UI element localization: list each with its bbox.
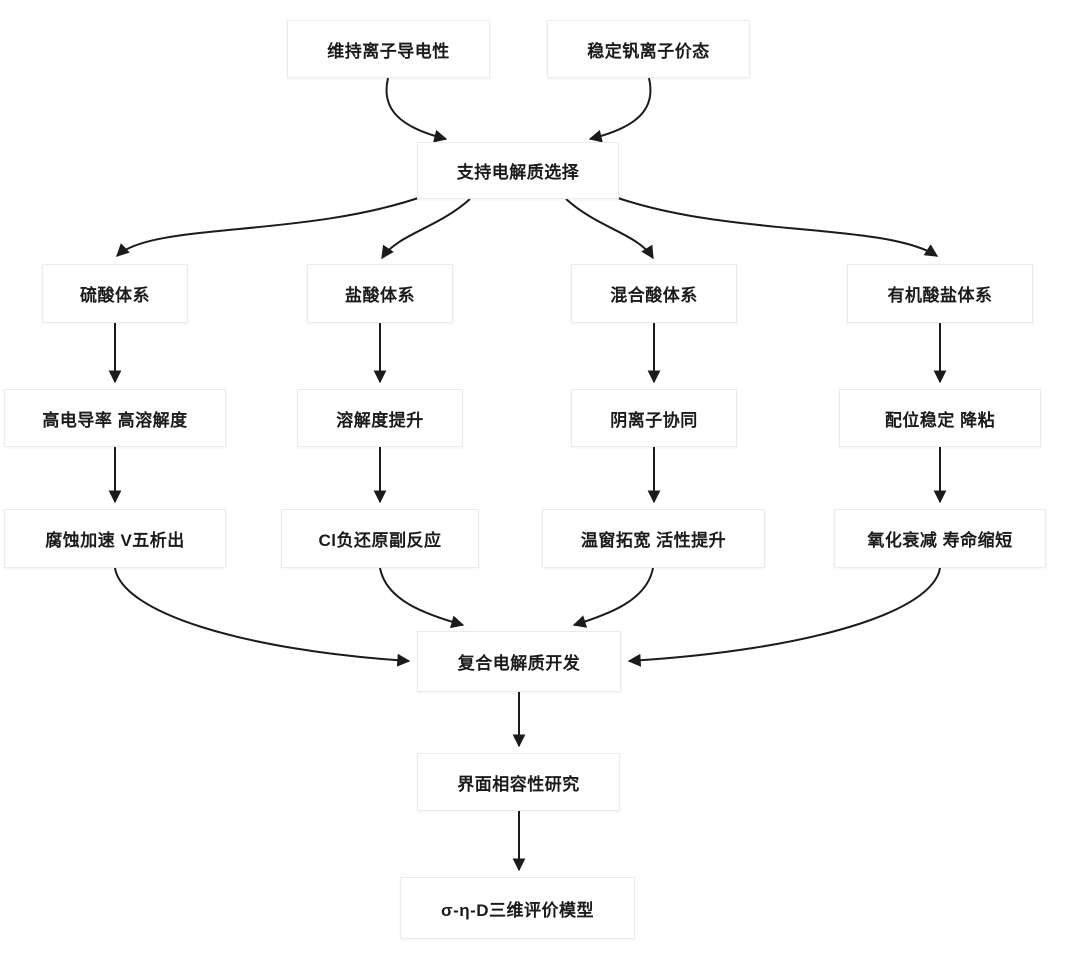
node-sys-sulfuric: 硫酸体系 (42, 264, 188, 323)
node-selection: 支持电解质选择 (417, 142, 619, 199)
arrow-selection-to-hydrochloric (381, 198, 471, 260)
node-issue-sulfuric: 腐蚀加速 V五析出 (4, 509, 226, 568)
arrow-selection-to-sulfuric (116, 195, 425, 257)
node-label: 界面相容性研究 (457, 774, 580, 794)
node-label: 复合电解质开发 (457, 654, 581, 673)
node-label: 支持电解质选择 (456, 163, 580, 182)
node-label: 温窗拓宽 活性提升 (580, 531, 727, 550)
node-adv-hydrochloric: 溶解度提升 (297, 389, 463, 447)
node-label: 稳定钒离子价态 (587, 41, 710, 61)
node-label: σ-η-D三维评价模型 (440, 900, 595, 920)
node-label: 有机酸盐体系 (887, 286, 993, 305)
node-label: 维持离子导电性 (327, 41, 450, 61)
node-goal-valence: 稳定钒离子价态 (547, 20, 750, 78)
node-label: 溶解度提升 (336, 410, 424, 430)
node-composite: 复合电解质开发 (417, 631, 621, 692)
node-label: 盐酸体系 (345, 286, 415, 305)
node-adv-sulfuric: 高电导率 高溶解度 (4, 389, 226, 447)
node-model: σ-η-D三维评价模型 (400, 877, 635, 939)
node-label: 氧化衰减 寿命缩短 (867, 531, 1013, 550)
node-adv-organic: 配位稳定 降粘 (839, 389, 1041, 447)
arrow-issue-mixed-to-composite (572, 567, 654, 628)
arrow-selection-to-organic (611, 195, 939, 257)
arrow-selection-to-mixed (565, 198, 654, 260)
node-issue-organic: 氧化衰减 寿命缩短 (834, 509, 1046, 568)
node-label: 混合酸体系 (610, 286, 698, 305)
node-goal-conductivity: 维持离子导电性 (287, 20, 490, 78)
node-label: Cl负还原副反应 (318, 531, 442, 550)
node-label: 高电导率 高溶解度 (42, 410, 188, 430)
node-sys-mixed: 混合酸体系 (571, 264, 737, 323)
node-label: 配位稳定 降粘 (884, 410, 996, 430)
node-sys-organic: 有机酸盐体系 (847, 264, 1033, 323)
arrow-issue-hydrochloric-to-composite (379, 567, 465, 629)
node-sys-hydrochloric: 盐酸体系 (307, 264, 453, 323)
node-adv-mixed: 阴离子协同 (571, 389, 737, 447)
arrow-goal-conductivity-to-selection (385, 77, 448, 143)
arrow-issue-sulfuric-to-composite (114, 567, 411, 667)
node-label: 阴离子协同 (610, 410, 698, 430)
node-label: 硫酸体系 (80, 286, 150, 305)
node-issue-mixed: 温窗拓宽 活性提升 (542, 509, 765, 568)
node-interface-study: 界面相容性研究 (417, 753, 620, 811)
node-label: 腐蚀加速 V五析出 (45, 531, 185, 550)
arrow-goal-valence-to-selection (588, 77, 652, 143)
node-issue-hydrochloric: Cl负还原副反应 (281, 509, 479, 568)
arrow-issue-organic-to-composite (627, 567, 941, 667)
